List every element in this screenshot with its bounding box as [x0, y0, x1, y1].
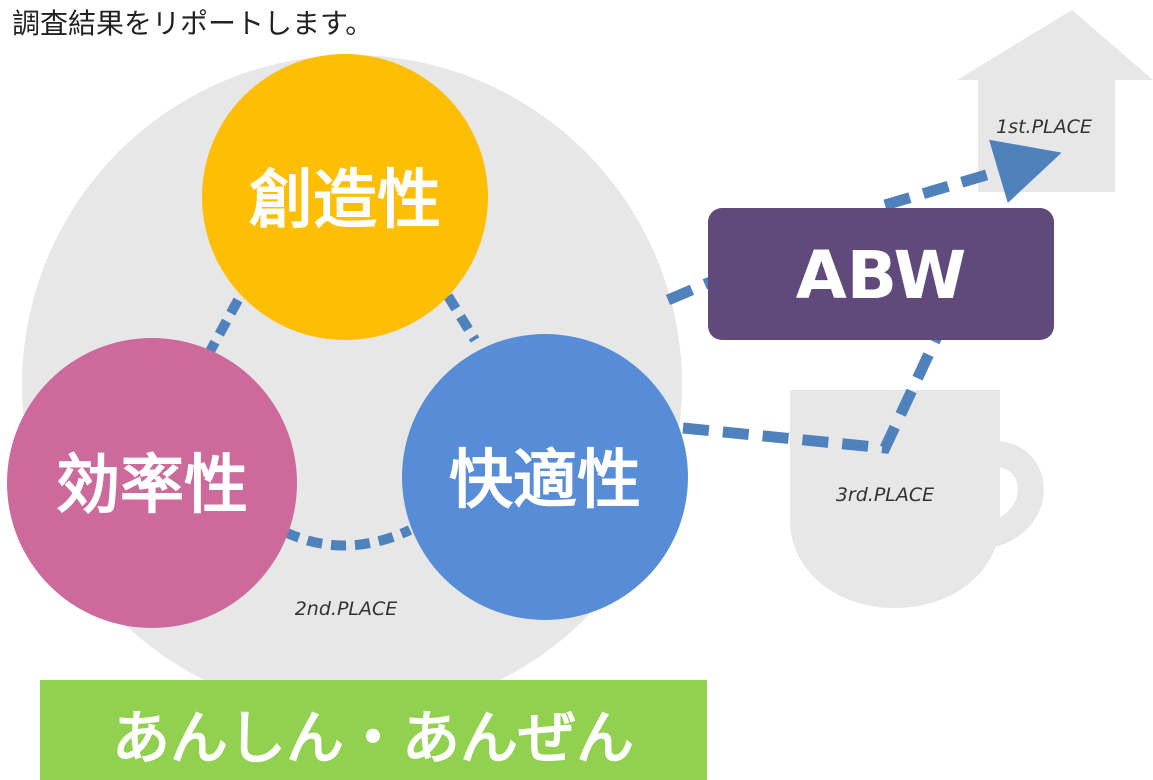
abw-node: ABW [708, 208, 1054, 340]
efficiency-label: 効率性 [56, 449, 248, 523]
creativity-circle [202, 54, 488, 340]
efficiency-circle [7, 338, 297, 628]
first-place-label: 1st.PLACE [996, 116, 1092, 138]
path-through-third-place [682, 327, 945, 454]
house-arrow-icon [957, 10, 1153, 192]
creativity-label: 創造性 [249, 164, 441, 238]
connector-creativity-comfort [443, 293, 480, 343]
connector-efficiency-comfort [282, 525, 413, 551]
comfort-circle [402, 334, 688, 620]
abw-label: ABW [796, 237, 967, 314]
page-heading: 調査結果をリポートします。 [12, 7, 374, 40]
second-place-label: 2nd.PLACE [295, 598, 398, 620]
safety-banner-bar [40, 680, 707, 780]
connector-creativity-efficiency [203, 297, 243, 358]
comfort-node: 快適性 [402, 334, 688, 620]
safety-banner-label: あんしん・あんぜん [112, 704, 634, 772]
efficiency-node: 効率性 [7, 338, 297, 628]
comfort-label: 快適性 [449, 444, 641, 518]
safety-banner: あんしん・あんぜん [40, 680, 707, 780]
triangle-connectors [203, 293, 480, 551]
path-to-first-place [665, 139, 1062, 306]
third-place-label: 3rd.PLACE [836, 484, 934, 506]
abw-box [708, 208, 1054, 340]
creativity-node: 創造性 [202, 54, 488, 340]
